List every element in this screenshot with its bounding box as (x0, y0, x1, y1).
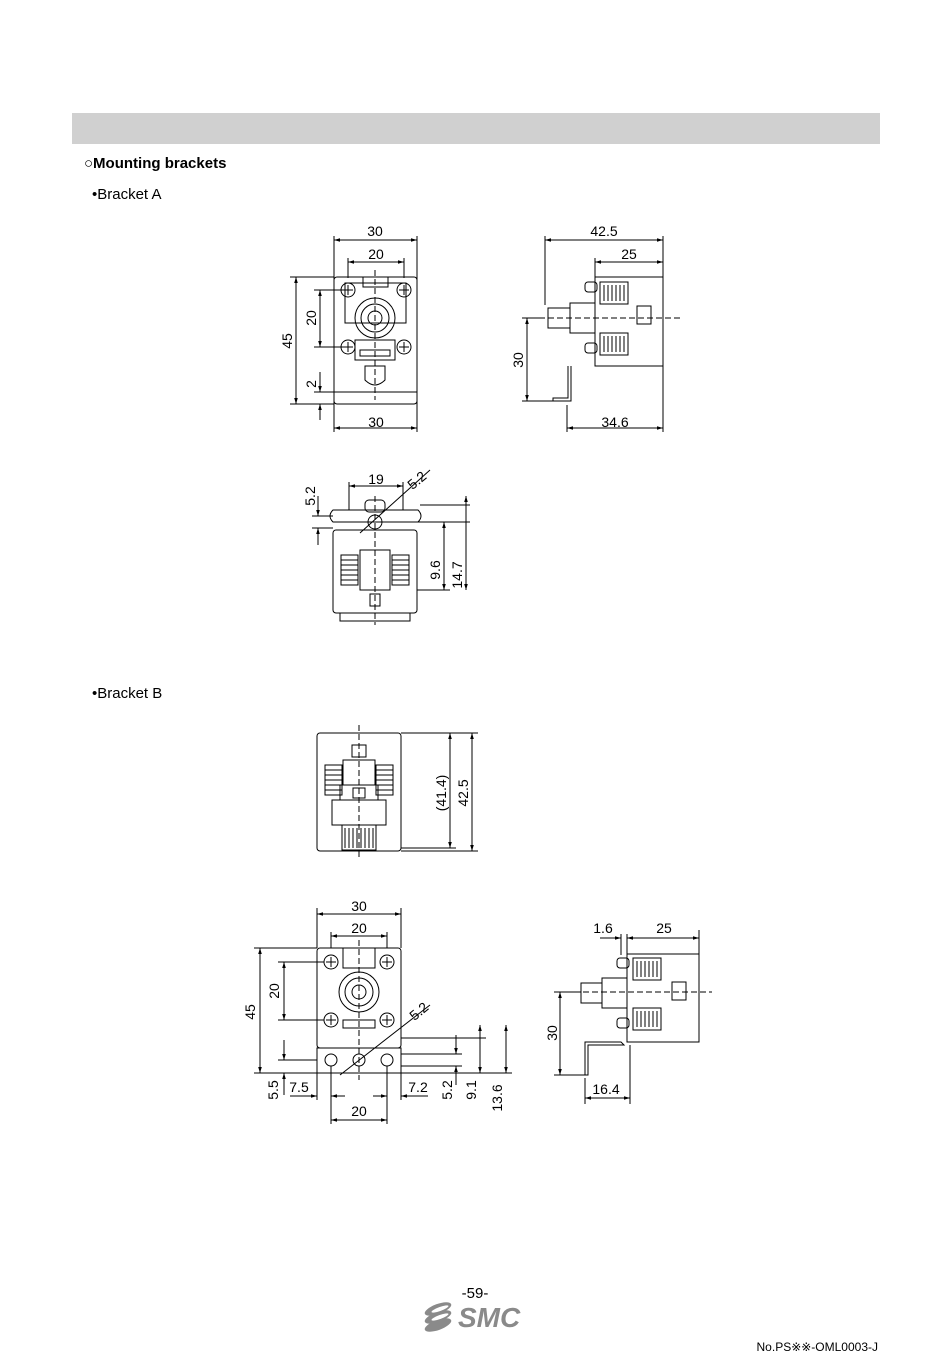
bracket-b-label: •Bracket B (92, 685, 163, 702)
bracket-a-side-view (522, 236, 680, 432)
document-number: No.PS※※-OML0003-J (756, 1340, 878, 1354)
dim-b-front-h1: 9.1 (463, 1080, 479, 1100)
dim-a-front-inner-width: 20 (368, 246, 384, 262)
dim-a-top-slot-width: 5.2 (302, 486, 318, 506)
dim-a-top-hole-pos: 9.6 (427, 560, 443, 580)
bracket-a-label: •Bracket A (92, 186, 162, 203)
dim-a-front-height: 45 (279, 333, 295, 349)
svg-text:SMC: SMC (458, 1302, 521, 1332)
dim-a-side-body-width: 25 (621, 246, 637, 262)
dim-b-top-inner-length: (41.4) (433, 775, 449, 812)
section-header-bar (72, 113, 880, 144)
bracket-b-front-view (254, 908, 512, 1124)
dim-b-front-left-edge: 7.5 (289, 1079, 309, 1095)
smc-logo-icon: SMC (424, 1302, 521, 1333)
dim-a-front-hole-pitch: 20 (303, 310, 319, 326)
page-number: -59- (461, 1285, 489, 1302)
dim-a-front-bottom-width: 30 (368, 414, 384, 430)
dim-b-side-bracket-width: 16.4 (592, 1081, 619, 1097)
dim-b-front-top-width: 30 (351, 898, 367, 914)
dim-b-front-bottom-pitch: 20 (351, 1103, 367, 1119)
bracket-a-top-view (312, 469, 470, 625)
section-title: ○Mounting brackets (84, 155, 227, 172)
dim-b-front-inner-width: 20 (351, 920, 367, 936)
dim-a-front-top-width: 30 (367, 223, 383, 239)
dim-a-top-hole-dia: 5.2 (404, 468, 429, 493)
dim-a-front-offset: 2 (303, 380, 319, 388)
dim-b-side-height: 30 (544, 1025, 560, 1041)
dim-a-top-slot-pitch: 19 (368, 471, 384, 487)
bracket-b-top-view (316, 725, 478, 860)
dim-b-side-body-width: 25 (656, 920, 672, 936)
dim-a-side-bracket-width: 34.6 (601, 414, 628, 430)
dim-b-front-slot: 5.2 (439, 1080, 455, 1100)
dim-b-front-h2: 13.6 (489, 1084, 505, 1111)
bracket-a-front-view (290, 236, 418, 432)
dim-a-side-height: 30 (510, 352, 526, 368)
dim-b-front-offset-a: 5.5 (265, 1080, 281, 1100)
dim-a-top-overall: 14.7 (449, 561, 465, 588)
dim-b-side-thickness: 1.6 (593, 920, 613, 936)
bracket-b-side-view (554, 930, 712, 1104)
dim-b-front-right-edge: 7.2 (408, 1079, 428, 1095)
dim-b-front-height: 45 (242, 1004, 258, 1020)
smc-logo: SMC (422, 1300, 532, 1337)
dim-a-side-total-width: 42.5 (590, 223, 617, 239)
dim-b-top-overall-length: 42.5 (455, 779, 471, 806)
dim-b-front-hole-dia: 5.2 (406, 999, 431, 1024)
dim-b-front-hole-pitch: 20 (266, 983, 282, 999)
